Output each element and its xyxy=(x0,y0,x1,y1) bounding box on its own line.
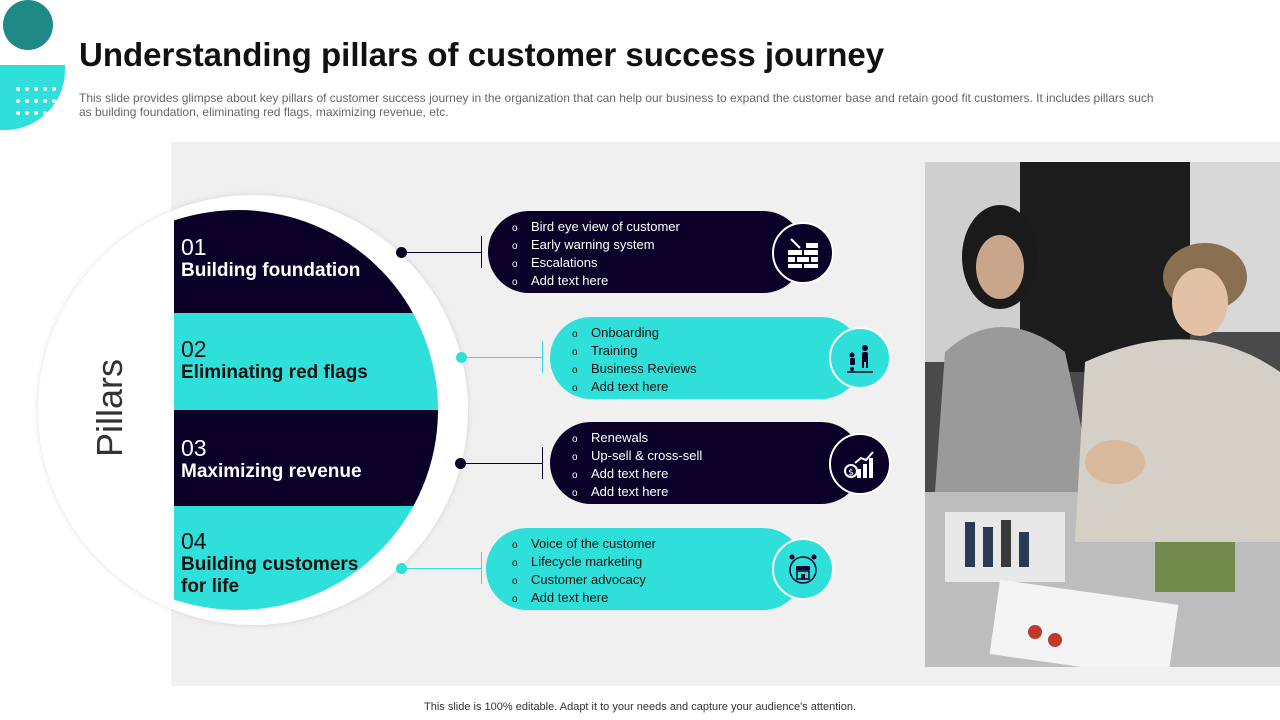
connector-bar-4 xyxy=(481,552,482,584)
connector-dot-1 xyxy=(396,247,407,258)
pillar-4-item: Lifecycle marketing xyxy=(512,554,656,572)
pillar-1-label: 01 Building foundation xyxy=(181,234,381,282)
pillar-1-details: Bird eye view of customer Early warning … xyxy=(488,211,804,293)
pillar-band-2 xyxy=(174,313,438,410)
connector-bar-2 xyxy=(542,341,543,373)
customer-store-icon xyxy=(772,538,834,600)
pillar-2-item: Onboarding xyxy=(572,325,697,343)
pillar-1-number: 01 xyxy=(181,234,207,260)
pillar-4-item: Add text here xyxy=(512,590,656,608)
connector-line-1 xyxy=(407,252,481,253)
svg-text:$: $ xyxy=(848,468,854,478)
people-growth-icon xyxy=(829,327,891,389)
pillar-3-details: Renewals Up-sell & cross-sell Add text h… xyxy=(550,422,862,504)
pillar-4-item: Customer advocacy xyxy=(512,572,656,590)
team-meeting-photo xyxy=(925,162,1280,667)
pillars-side-label: Pillars xyxy=(89,359,130,458)
pillar-3-item: Add text here xyxy=(572,484,702,502)
connector-dot-4 xyxy=(396,563,407,574)
connector-dot-3 xyxy=(455,458,466,469)
revenue-chart-icon: $ xyxy=(829,433,891,495)
pillar-1-item: Add text here xyxy=(512,273,680,291)
brick-wall-icon xyxy=(772,222,834,284)
connector-line-4 xyxy=(407,568,481,569)
pillar-1-item: Early warning system xyxy=(512,237,680,255)
connector-bar-1 xyxy=(481,236,482,268)
pillar-4-label: 04 Building customers for life xyxy=(181,528,371,598)
pillar-1-item: Escalations xyxy=(512,255,680,273)
pillar-3-item: Add text here xyxy=(572,466,702,484)
pillar-4-details: Voice of the customer Lifecycle marketin… xyxy=(486,528,804,610)
pillar-2-number: 02 xyxy=(181,336,207,362)
page-title: Understanding pillars of customer succes… xyxy=(79,36,885,73)
pillar-3-name: Maximizing revenue xyxy=(181,461,362,482)
pillar-3-item: Up-sell & cross-sell xyxy=(572,448,702,466)
pillar-3-number: 03 xyxy=(181,435,207,461)
pillar-1-item: Bird eye view of customer xyxy=(512,219,680,237)
pillar-band-1 xyxy=(174,210,438,313)
decorative-circle xyxy=(3,0,53,50)
pillar-4-number: 04 xyxy=(181,528,207,554)
decorative-dot-grid xyxy=(14,83,58,119)
connector-line-3 xyxy=(466,463,542,464)
pillar-bands xyxy=(174,210,460,610)
pillar-2-item: Add text here xyxy=(572,379,697,397)
pillar-2-item: Training xyxy=(572,343,697,361)
pillar-3-label: 03 Maximizing revenue xyxy=(181,435,381,483)
pillar-2-label: 02 Eliminating red flags xyxy=(181,336,381,384)
pillar-4-item: Voice of the customer xyxy=(512,536,656,554)
pillar-band-4 xyxy=(174,506,438,610)
connector-line-2 xyxy=(467,357,542,358)
connector-bar-3 xyxy=(542,447,543,479)
pillar-1-name: Building foundation xyxy=(181,260,361,281)
pillar-2-item: Business Reviews xyxy=(572,361,697,379)
slide-description: This slide provides glimpse about key pi… xyxy=(79,91,1154,119)
pillar-3-item: Renewals xyxy=(572,430,702,448)
footer-note: This slide is 100% editable. Adapt it to… xyxy=(424,701,856,713)
pillar-4-name: Building customers for life xyxy=(181,554,359,597)
connector-dot-2 xyxy=(456,352,467,363)
pillar-2-name: Eliminating red flags xyxy=(181,362,368,383)
pillar-band-3 xyxy=(174,410,438,506)
pillar-2-details: Onboarding Training Business Reviews Add… xyxy=(550,317,862,399)
